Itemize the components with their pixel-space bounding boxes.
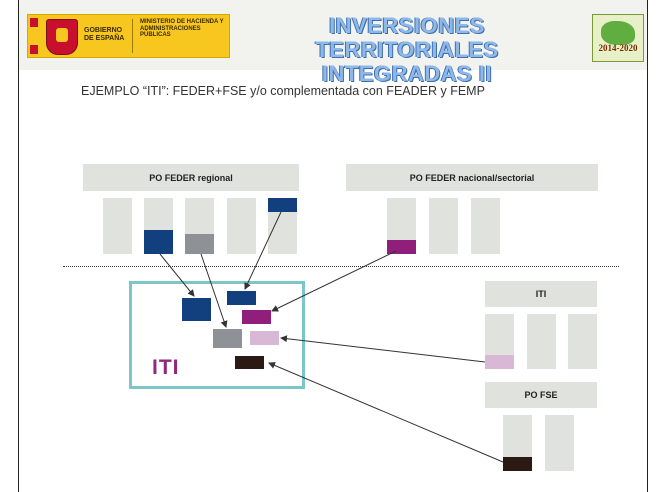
arrow-regional-top-to-iti xyxy=(244,211,282,290)
title-line-1: INVERSIONES TERRITORIALES xyxy=(315,13,499,62)
feder-regional-top-blue-block xyxy=(268,198,297,212)
iti-pink-block xyxy=(250,331,279,345)
slide-header: GOBIERNO DE ESPAÑA MINISTERIO DE HACIEND… xyxy=(19,0,647,86)
iti-box: ITI xyxy=(129,281,305,389)
feder-nacional-column-2 xyxy=(429,198,458,254)
po-feder-nacional-header: PO FEDER nacional/sectorial xyxy=(346,164,598,191)
fse-brown-block xyxy=(503,457,532,471)
feder-regional-dark-blue-block xyxy=(144,230,173,254)
iti-grey-block xyxy=(213,329,242,348)
feder-nacional-purple-block xyxy=(387,240,416,254)
po-feder-regional-header: PO FEDER regional xyxy=(83,164,299,191)
feder-nacional-column-3 xyxy=(471,198,500,254)
iti-brown-block xyxy=(235,356,264,369)
slide: GOBIERNO DE ESPAÑA MINISTERIO DE HACIEND… xyxy=(18,0,648,492)
title-line-2: INTEGRADAS II xyxy=(321,61,493,86)
government-logo: GOBIERNO DE ESPAÑA MINISTERIO DE HACIEND… xyxy=(27,14,230,58)
arrow-regional-blue-to-iti xyxy=(159,253,195,297)
coat-of-arms-icon xyxy=(46,19,78,55)
iti-purple-block xyxy=(242,310,271,324)
spain-flag-icon xyxy=(30,18,38,54)
iti-right-header: ITI xyxy=(485,281,597,307)
iti-blue-block xyxy=(227,291,256,305)
feder-regional-column-4 xyxy=(227,198,256,254)
page-title: INVERSIONES TERRITORIALES INTEGRADAS II xyxy=(237,14,577,86)
period-label: 2014-2020 xyxy=(598,43,638,53)
feder-regional-column-1 xyxy=(103,198,132,254)
connector-arrows xyxy=(159,211,504,463)
fse-column-2 xyxy=(545,415,574,471)
arrow-fse-to-iti xyxy=(268,362,504,463)
iti-right-column-2 xyxy=(527,314,556,369)
iti-dark-blue-block xyxy=(182,298,211,321)
arrow-regional-grey-to-iti xyxy=(200,253,228,328)
slide-subtitle: EJEMPLO “ITI”: FEDER+FSE y/o complementa… xyxy=(81,84,485,98)
arrow-nacional-to-iti xyxy=(271,250,397,312)
iti-right-pink-block xyxy=(485,355,514,369)
government-label: GOBIERNO DE ESPAÑA xyxy=(84,27,125,42)
iti-right-column-3 xyxy=(568,314,597,369)
iti-box-label: ITI xyxy=(152,356,180,379)
spain-map-icon xyxy=(601,21,635,45)
period-badge: 2014-2020 xyxy=(592,14,644,62)
ministry-label: MINISTERIO DE HACIENDA Y ADMINISTRACIONE… xyxy=(140,19,224,38)
divider-line xyxy=(63,266,619,267)
feder-regional-grey-block xyxy=(185,234,214,254)
po-fse-header: PO FSE xyxy=(485,382,597,408)
arrow-iti-right-to-iti xyxy=(280,335,486,363)
